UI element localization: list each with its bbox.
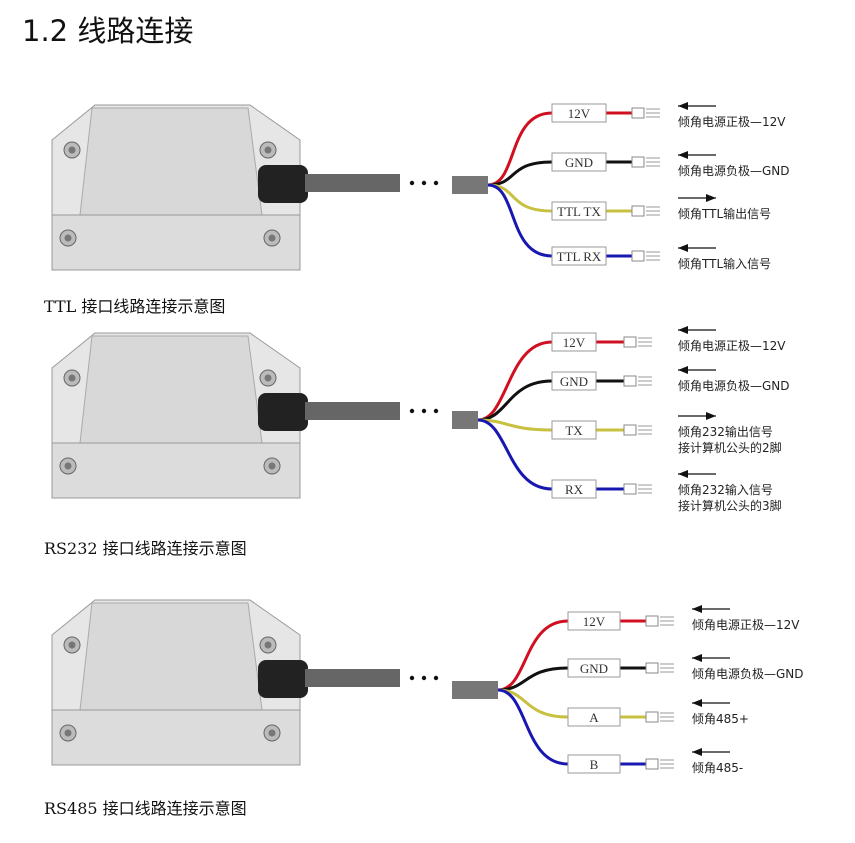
wire-description: 倾角电源正极—12V: [678, 115, 786, 129]
wire-ttl-tx: TTL TX: [487, 183, 660, 221]
arrow-right-icon: [678, 412, 716, 420]
ellipsis-dot: [433, 408, 439, 414]
wire-description: 倾角电源负极—GND: [692, 667, 804, 681]
wire-label: A: [589, 710, 599, 725]
terminal-connector-icon: [645, 615, 674, 627]
wire-label: GND: [580, 661, 608, 676]
wire-b: B: [497, 688, 674, 774]
wire-label: TTL RX: [557, 249, 602, 264]
terminal-connector-icon: [623, 483, 652, 495]
terminal-connector-icon: [623, 336, 652, 348]
wire-description: 倾角232输入信号: [678, 482, 773, 497]
terminal-connector-icon: [645, 711, 674, 723]
arrow-left-icon: [692, 748, 730, 756]
wire-label: 12V: [563, 335, 586, 350]
ellipsis-dot: [421, 180, 427, 186]
wire-description: 倾角TTL输出信号: [678, 206, 771, 221]
wire-label: 12V: [583, 614, 606, 629]
arrow-left-icon: [692, 605, 730, 613]
wire-label: TX: [565, 423, 583, 438]
arrow-left-icon: [678, 366, 716, 374]
terminal-connector-icon: [645, 662, 674, 674]
wire-description: 接计算机公头的2脚: [678, 440, 782, 455]
arrow-left-icon: [692, 699, 730, 707]
arrow-right-icon: [678, 194, 716, 202]
wire-tx: TX: [477, 418, 652, 440]
terminal-connector-icon: [645, 758, 674, 770]
wire-label: B: [590, 757, 599, 772]
wire-label: 12V: [568, 106, 591, 121]
arrow-left-icon: [678, 326, 716, 334]
ellipsis-dot: [421, 675, 427, 681]
arrow-left-icon: [692, 654, 730, 662]
rs485-caption: RS485 接口线路连接示意图: [44, 799, 247, 818]
cable-end: [452, 681, 498, 699]
cable-end: [452, 411, 478, 429]
section-heading: 1.2 线路连接: [22, 14, 194, 48]
ttl-wiring-diagram: 12V 倾角电源正极—12V GND 倾角电源负极—GND TTL TX 倾角TTL输出信…: [51, 102, 790, 271]
cable-gland: [258, 393, 308, 431]
inclinometer-device: [51, 332, 308, 499]
rs232-caption: RS232 接口线路连接示意图: [44, 539, 247, 558]
cable-gland: [258, 165, 308, 203]
wire-label: TTL TX: [557, 204, 601, 219]
ellipsis-dot: [409, 408, 415, 414]
arrow-left-icon: [678, 151, 716, 159]
wire-12v: 12V: [487, 103, 660, 187]
wire-label: GND: [560, 374, 588, 389]
cable: [305, 669, 400, 687]
ellipsis-dot: [421, 408, 427, 414]
arrow-left-icon: [678, 470, 716, 478]
ellipsis-dot: [409, 180, 415, 186]
wire-gnd: GND: [487, 152, 660, 187]
arrow-left-icon: [678, 102, 716, 110]
wire-description: 倾角电源正极—12V: [678, 339, 786, 353]
wire-description: 倾角电源正极—12V: [692, 618, 800, 632]
terminal-connector-icon: [631, 107, 660, 119]
terminal-connector-icon: [623, 375, 652, 387]
rs232-wiring-diagram: 12V 倾角电源正极—12V GND 倾角电源负极—GND TX 倾角232输出信号接计算…: [51, 326, 790, 513]
wire-description: 倾角232输出信号: [678, 424, 773, 439]
wire-label: GND: [565, 155, 593, 170]
terminal-connector-icon: [631, 205, 660, 217]
wire-description: 倾角电源负极—GND: [678, 379, 790, 393]
inclinometer-device: [51, 599, 308, 766]
wire-12v: 12V: [497, 611, 674, 692]
wire-description: 倾角485-: [692, 761, 743, 775]
wire-rx: RX: [477, 418, 652, 499]
ellipsis-dot: [433, 180, 439, 186]
wire-description: 接计算机公头的3脚: [678, 498, 782, 513]
wire-description: 倾角TTL输入信号: [678, 256, 771, 271]
cable-end: [452, 176, 488, 194]
cable-gland: [258, 660, 308, 698]
wire-label: RX: [565, 482, 584, 497]
cable: [305, 174, 400, 192]
ellipsis-dot: [409, 675, 415, 681]
inclinometer-device: [51, 104, 308, 271]
terminal-connector-icon: [623, 424, 652, 436]
ellipsis-dot: [433, 675, 439, 681]
rs485-wiring-diagram: 12V 倾角电源正极—12V GND 倾角电源负极—GND A 倾角485+ B 倾角485-: [51, 599, 804, 775]
cable: [305, 402, 400, 420]
wire-12v: 12V: [477, 332, 652, 422]
terminal-connector-icon: [631, 156, 660, 168]
arrow-left-icon: [678, 244, 716, 252]
wire-description: 倾角电源负极—GND: [678, 164, 790, 178]
terminal-connector-icon: [631, 250, 660, 262]
wire-description: 倾角485+: [692, 712, 749, 726]
wire-gnd: GND: [477, 371, 652, 422]
wire-ttl-rx: TTL RX: [487, 183, 660, 266]
ttl-caption: TTL 接口线路连接示意图: [44, 297, 226, 316]
